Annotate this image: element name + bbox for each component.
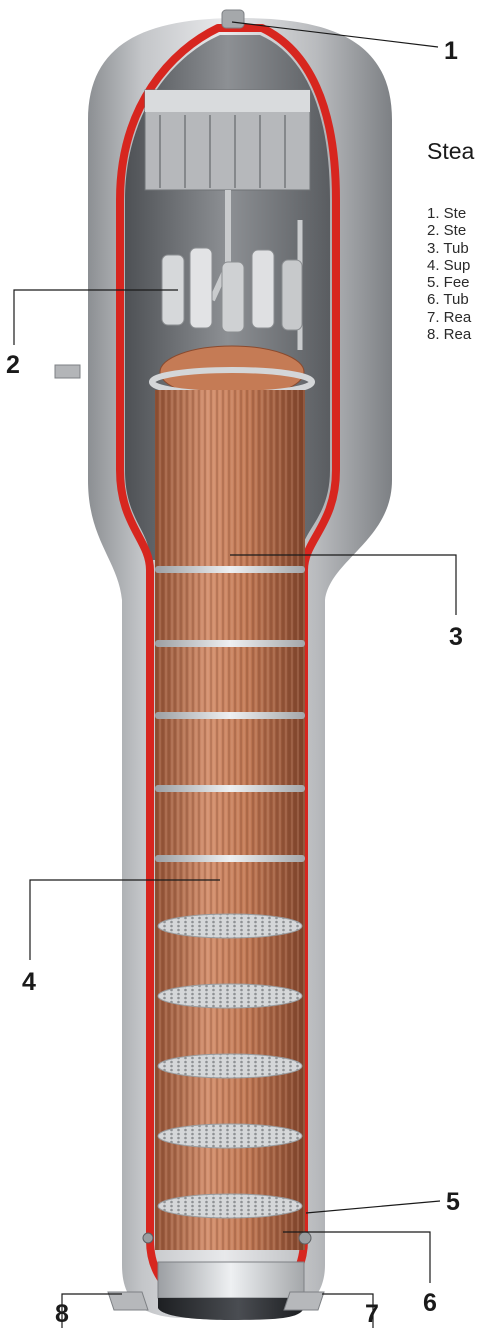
legend-item: 4. Sup — [427, 257, 471, 274]
legend-item: 5. Fee — [427, 274, 471, 291]
callout-7: 7 — [365, 1302, 379, 1327]
tube-bundle — [155, 390, 305, 1250]
callout-4: 4 — [22, 970, 36, 995]
feedwater-nozzle — [299, 1232, 311, 1244]
callout-5: 5 — [446, 1190, 460, 1215]
legend-item: 2. Ste — [427, 222, 471, 239]
callout-8: 8 — [55, 1302, 69, 1327]
callout-2: 2 — [6, 353, 20, 378]
legend-item: 1. Ste — [427, 205, 471, 222]
lower-head — [158, 1298, 304, 1320]
reactor-nozzle-left — [108, 1292, 148, 1310]
legend-item: 8. Rea — [427, 326, 471, 343]
reactor-nozzle-right — [284, 1292, 324, 1310]
tubesheet — [158, 1262, 304, 1298]
legend-title: Stea — [427, 138, 474, 165]
legend-list: 1. Ste 2. Ste 3. Tub 4. Sup 5. Fee 6. Tu… — [427, 205, 471, 343]
steam-outlet-nozzle — [222, 10, 244, 28]
legend-item: 7. Rea — [427, 309, 471, 326]
callout-6: 6 — [423, 1291, 437, 1316]
callout-1: 1 — [444, 39, 458, 64]
legend-item: 6. Tub — [427, 291, 471, 308]
callout-3: 3 — [449, 625, 463, 650]
legend-item: 3. Tub — [427, 240, 471, 257]
